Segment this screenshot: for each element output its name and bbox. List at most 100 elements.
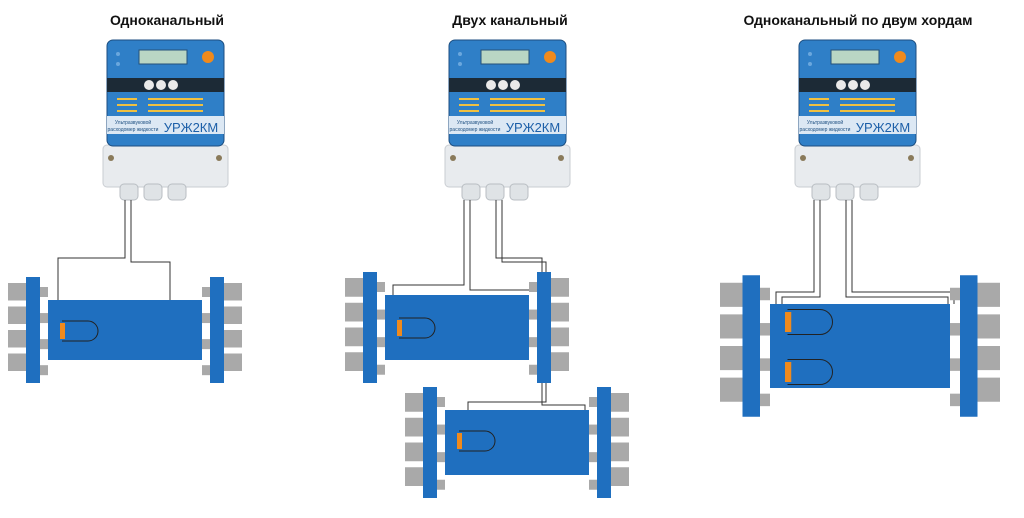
- bolt-head: [589, 479, 597, 490]
- device-button: [510, 80, 520, 90]
- flange-bolt: [405, 442, 423, 462]
- signal-cable: [775, 200, 815, 304]
- bolt-head: [760, 287, 770, 301]
- pipe-section: [8, 277, 242, 383]
- cable-gland: [835, 183, 855, 201]
- device-subtitle-line2: расходомер жидкости: [800, 127, 851, 133]
- bolt-head: [760, 358, 770, 371]
- bolt-head: [529, 282, 537, 292]
- flange-bolt: [611, 417, 629, 437]
- bolt-head: [760, 323, 770, 336]
- signal-cable: [57, 200, 126, 300]
- bolt-head: [377, 364, 385, 375]
- device-subtitle-line1: Ультразвуковой: [457, 119, 494, 126]
- device-indicator: [117, 110, 137, 112]
- flange-bolt: [345, 302, 363, 322]
- device-button: [498, 80, 508, 90]
- device-screw: [450, 155, 456, 161]
- device-label-strip: [107, 116, 224, 134]
- device-indicator: [809, 98, 829, 100]
- signal-cable: [845, 200, 949, 304]
- brand-logo-icon: [544, 51, 556, 63]
- pipe-section: [720, 275, 1000, 417]
- bolt-head: [760, 393, 770, 407]
- device-screw: [558, 155, 564, 161]
- device-subtitle-line1: Ультразвуковой: [115, 119, 152, 126]
- flange-left: [742, 275, 760, 417]
- flange-bolt: [977, 377, 1000, 402]
- device-button: [836, 80, 846, 90]
- flange-bolt: [8, 283, 26, 301]
- device-subtitle-line2: расходомер жидкости: [450, 127, 501, 133]
- device-screw: [908, 155, 914, 161]
- device-led: [808, 52, 812, 56]
- bolt-head: [377, 309, 385, 320]
- signal-cable: [851, 200, 955, 304]
- device-model: УРЖ2КМ: [856, 120, 910, 135]
- diagram-title-single-channel: Одноканальный: [110, 12, 224, 28]
- flange-bolt: [720, 346, 743, 371]
- bolt-head: [40, 365, 48, 376]
- flange-bolt: [405, 417, 423, 437]
- device-indicator: [117, 104, 137, 106]
- flange-bolt: [405, 467, 423, 486]
- bolt-head: [437, 479, 445, 490]
- flange-left: [423, 387, 437, 498]
- flange-bolt: [224, 330, 242, 348]
- bolt-head: [589, 397, 597, 407]
- device-display: [138, 49, 188, 65]
- device-indicator: [148, 98, 203, 100]
- device-display: [830, 49, 880, 65]
- flange-bolt: [551, 302, 569, 322]
- device-display: [480, 49, 530, 65]
- device-indicator: [459, 110, 479, 112]
- bolt-head: [950, 358, 960, 371]
- bolt-head: [40, 339, 48, 350]
- device-indicator: [459, 98, 479, 100]
- bolt-head: [529, 337, 537, 348]
- flange-bolt: [611, 467, 629, 486]
- flange-left: [363, 272, 377, 383]
- device-led: [116, 62, 120, 66]
- flange-bolt: [551, 278, 569, 297]
- transducer-bracket: [787, 309, 833, 335]
- device-subtitle-line1: Ультразвуковой: [807, 119, 844, 126]
- device-led: [458, 52, 462, 56]
- pipe-body: [385, 295, 529, 360]
- cable-gland: [461, 183, 481, 201]
- flange-bolt: [224, 353, 242, 371]
- signal-cable: [130, 200, 171, 300]
- flange-bolt: [611, 393, 629, 412]
- flange-bolt: [551, 352, 569, 371]
- signal-cable: [392, 200, 465, 295]
- device-indicator: [840, 104, 895, 106]
- device-indicator: [840, 110, 895, 112]
- bolt-head: [589, 424, 597, 435]
- pipe-section: [405, 387, 629, 498]
- transducer-bracket: [399, 317, 436, 339]
- pipe-section: [345, 272, 569, 383]
- bolt-head: [202, 287, 210, 297]
- bolt-head: [950, 287, 960, 301]
- bolt-head: [202, 339, 210, 350]
- device-indicator: [490, 104, 545, 106]
- cable-gland: [143, 183, 163, 201]
- device-terminal-box: [444, 144, 571, 188]
- pipe-body: [770, 304, 950, 388]
- transducer-bracket: [459, 430, 496, 452]
- bolt-head: [529, 309, 537, 320]
- signal-cable: [781, 200, 821, 304]
- device-subtitle-line2: расходомер жидкости: [108, 127, 159, 133]
- device-indicator: [809, 104, 829, 106]
- cable-gland: [485, 183, 505, 201]
- device-indicator: [148, 104, 203, 106]
- device-indicator: [840, 98, 895, 100]
- flange-bolt: [345, 278, 363, 297]
- bolt-head: [589, 452, 597, 463]
- device-indicator: [459, 104, 479, 106]
- ultrasonic-transducer: [60, 323, 65, 339]
- device-indicator: [809, 110, 829, 112]
- ultrasonic-transducer: [457, 433, 462, 449]
